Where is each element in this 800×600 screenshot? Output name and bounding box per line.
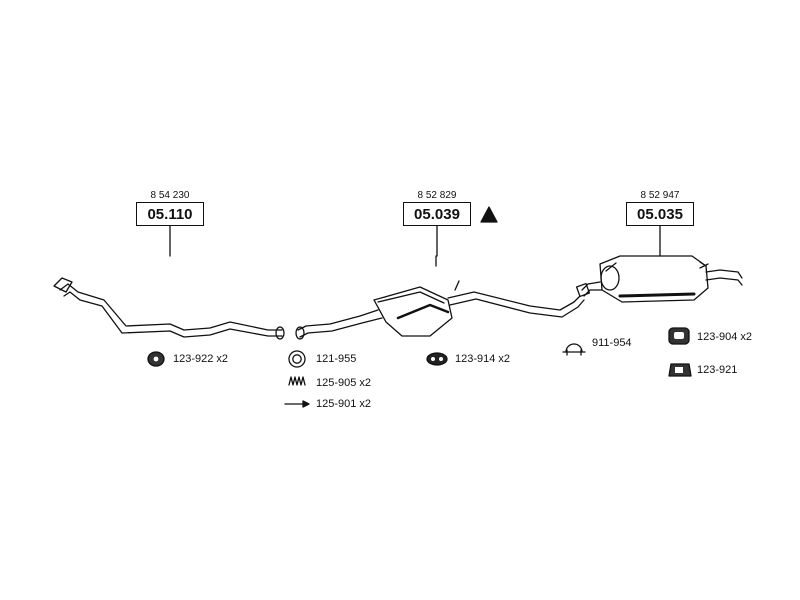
rubber-mount-icon: [147, 351, 165, 367]
part-label-121-955: 121-955: [316, 353, 357, 365]
oem-number-front: 8 54 230: [150, 190, 190, 201]
part-label-123-921: 123-921: [697, 364, 738, 376]
part-number-box-front: 05.110: [136, 202, 204, 226]
part-label-123-922: 123-922 x2: [173, 353, 229, 365]
spring-icon: [288, 376, 306, 386]
oem-number-rear: 8 52 947: [640, 190, 680, 201]
ring-gasket-icon: [288, 350, 306, 368]
pipe-clamp-icon: [562, 343, 586, 356]
part-label-125-905: 125-905 x2: [316, 377, 372, 389]
warning-triangle-icon: [480, 206, 498, 223]
rubber-block-icon: [668, 363, 692, 377]
part-label-123-914: 123-914 x2: [455, 353, 511, 365]
part-label-911-954: 911-954: [592, 337, 632, 349]
part-number-box-rear: 05.035: [626, 202, 694, 226]
oem-number-middle: 8 52 829: [417, 190, 457, 201]
front-pipe: [53, 277, 285, 340]
part-label-123-904: 123-904 x2: [697, 331, 753, 343]
part-number-box-middle: 05.039: [403, 202, 471, 226]
rear-silencer: [575, 255, 743, 303]
middle-silencer: [295, 255, 585, 340]
rubber-strap-icon: [668, 327, 690, 345]
part-label-125-901: 125-901 x2: [316, 398, 372, 410]
rubber-hanger-icon: [426, 352, 448, 366]
bolt-icon: [284, 400, 310, 408]
